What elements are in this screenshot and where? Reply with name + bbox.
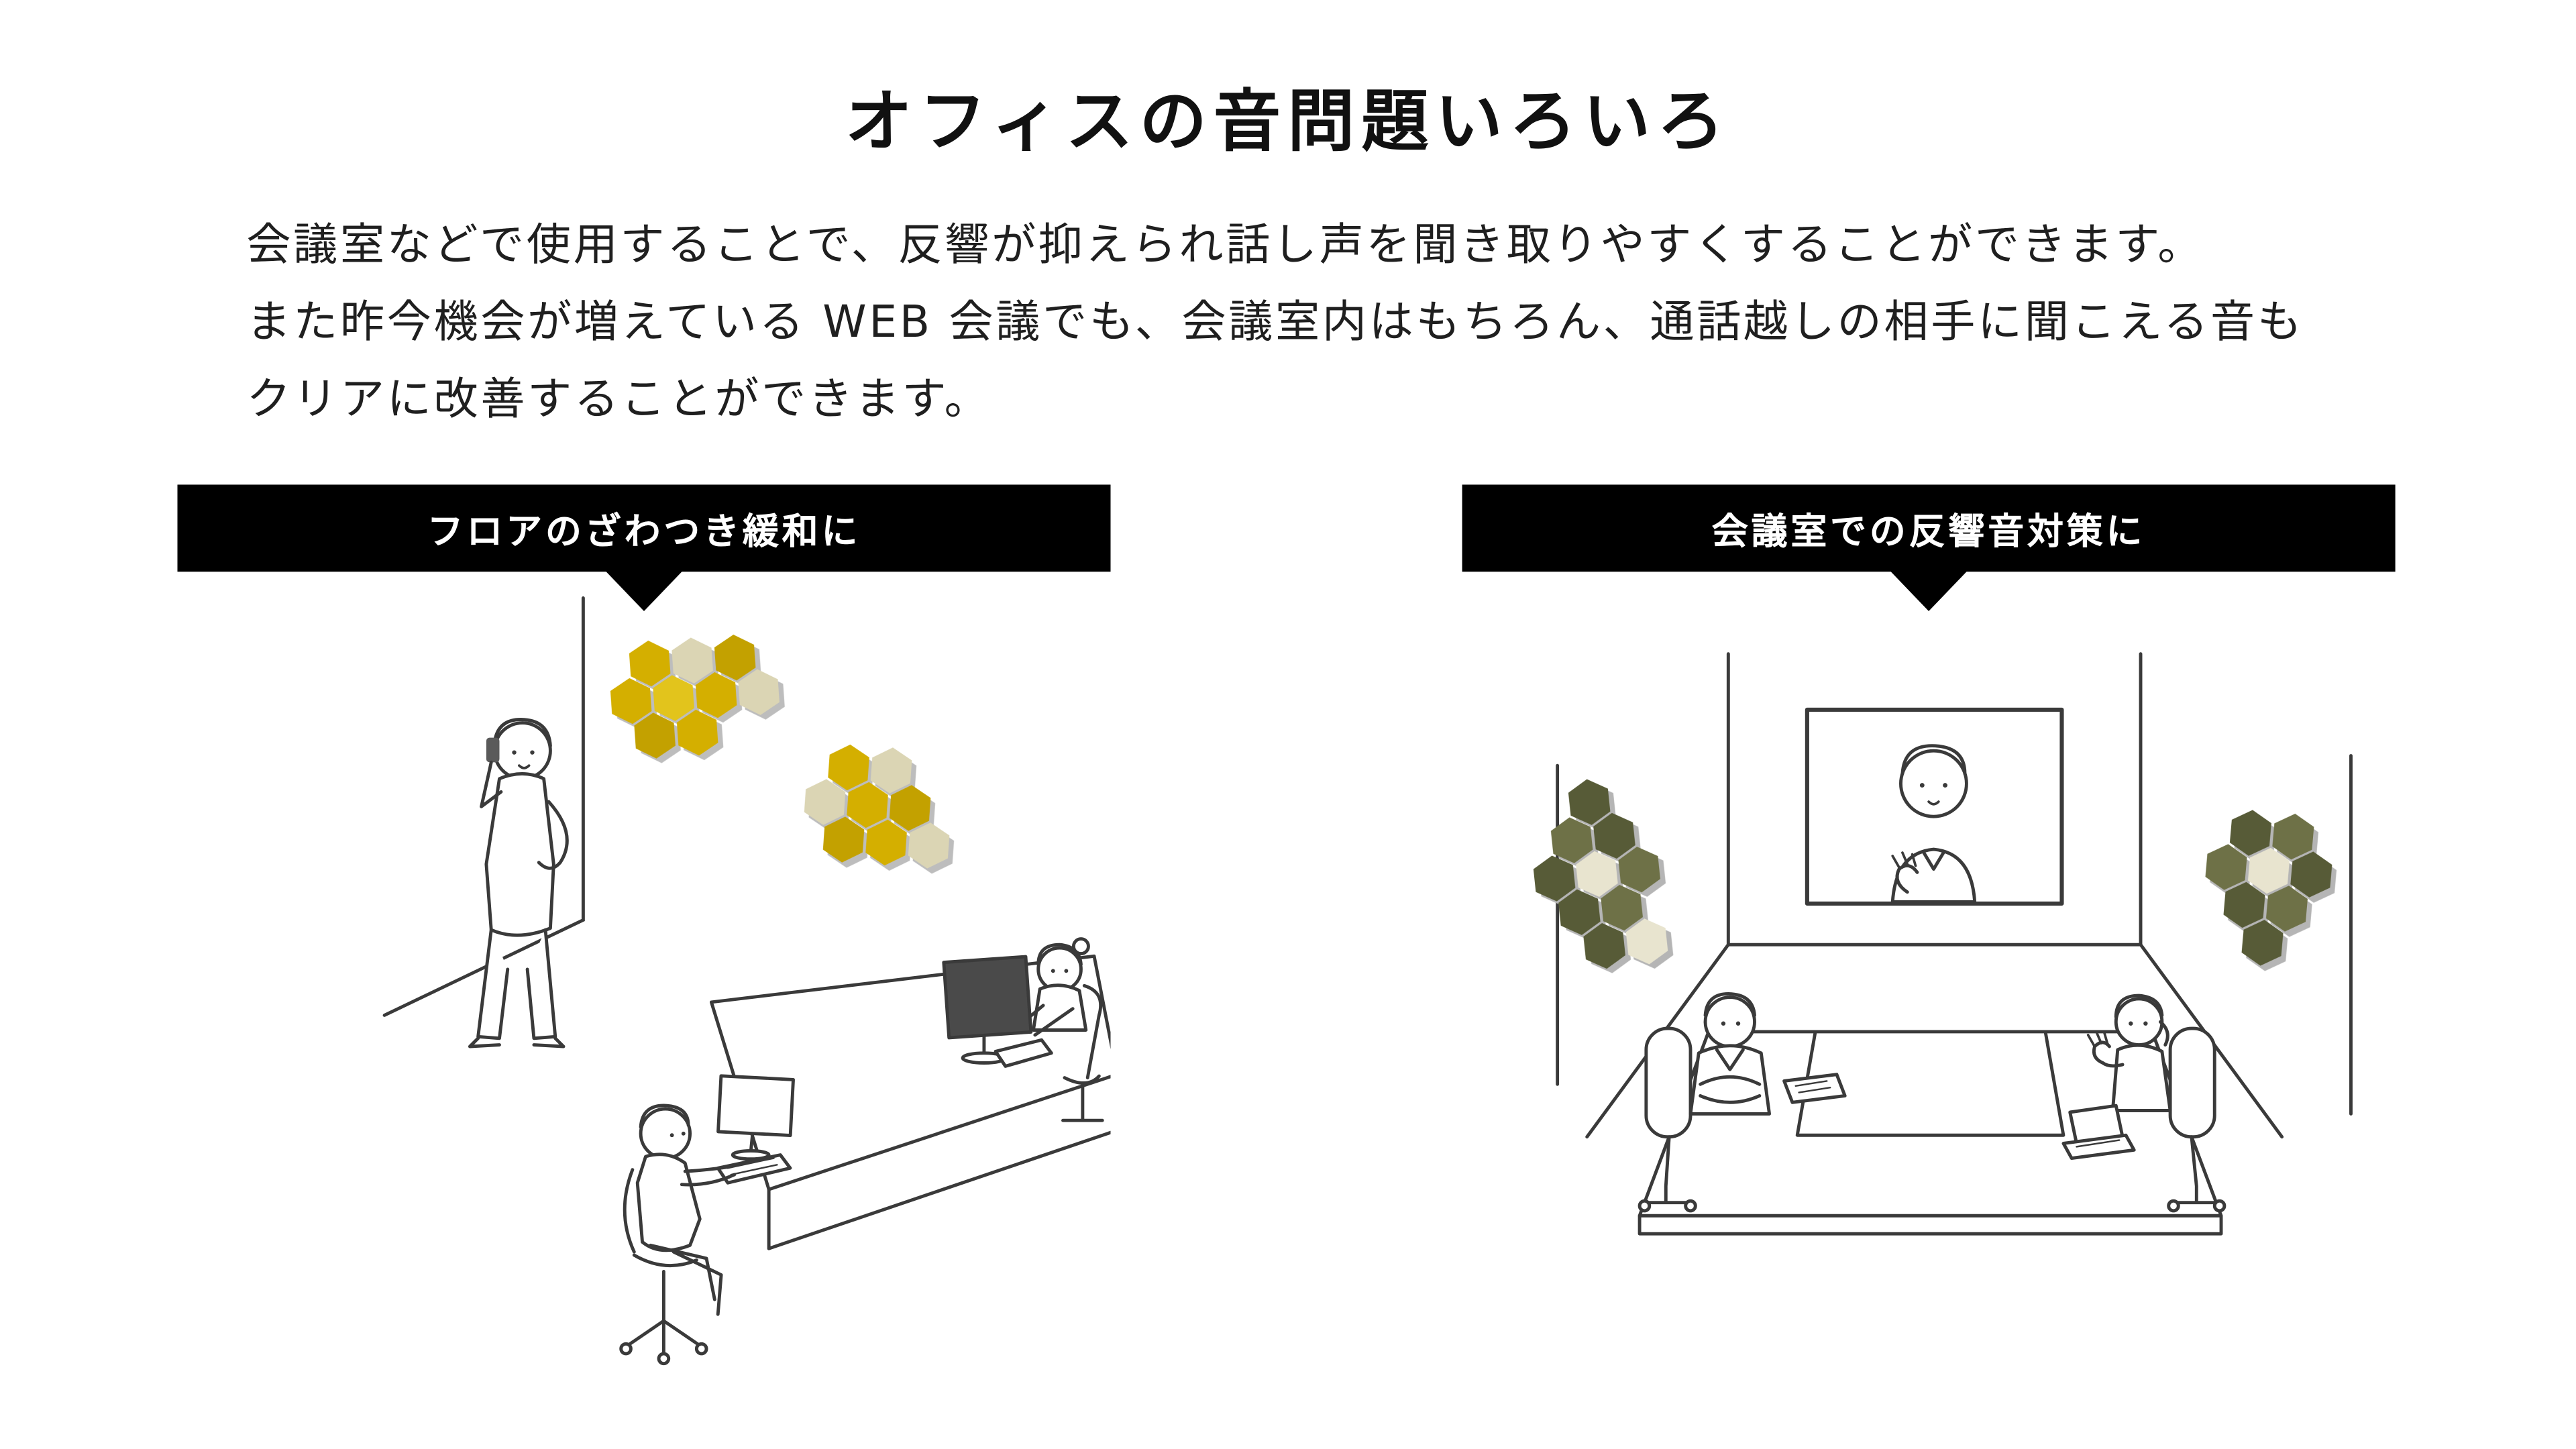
document-on-table-icon bbox=[1782, 1073, 1847, 1104]
intro-line-1: 会議室などで使用することで、反響が抑えられ話し声を聞き取りやすくすることができま… bbox=[246, 220, 2205, 272]
acoustic-panels-olive-left bbox=[1532, 777, 1670, 971]
office-wall-lines bbox=[382, 596, 585, 1017]
remote-speaker bbox=[1890, 744, 1977, 904]
floor-noise-pointer-triangle bbox=[604, 570, 684, 612]
floor-noise-section-label: フロアのざわつき緩和に bbox=[177, 484, 1111, 572]
floor-noise-illustration bbox=[382, 596, 1111, 1366]
page-title: オフィスの音問題いろいろ bbox=[845, 82, 1731, 162]
meeting-room-pointer-triangle bbox=[1889, 570, 1968, 612]
video-conference-screen bbox=[1805, 707, 2064, 906]
monitor-icon bbox=[716, 1074, 795, 1138]
monitor-back-icon bbox=[942, 955, 1033, 1040]
intro-line-2: また昨今機会が増えている WEB 会議でも、会議室内はもちろん、通話越しの相手に… bbox=[246, 297, 2304, 349]
meeting-room-label-text: 会議室での反響音対策に bbox=[1711, 511, 2146, 553]
worker-far bbox=[942, 937, 1104, 1122]
worker-near bbox=[619, 1074, 795, 1366]
meeting-room-illustration bbox=[1532, 652, 2353, 1236]
participant-left bbox=[1638, 992, 1847, 1213]
person-on-phone bbox=[468, 718, 569, 1049]
mobile-phone-icon bbox=[486, 737, 500, 763]
participant-right bbox=[2061, 994, 2226, 1213]
acoustic-panels-yellow-lower bbox=[803, 743, 951, 870]
intro-paragraph: 会議室などで使用することで、反響が抑えられ話し声を聞き取りやすくすることができま… bbox=[246, 207, 2365, 439]
floor-noise-label-text: フロアのざわつき緩和に bbox=[427, 511, 861, 553]
acoustic-panels-olive-right bbox=[2204, 808, 2333, 968]
meeting-room-section-label: 会議室での反響音対策に bbox=[1462, 484, 2396, 572]
acoustic-panels-yellow-upper bbox=[609, 633, 781, 760]
intro-line-3: クリアに改善することができます。 bbox=[246, 374, 991, 426]
